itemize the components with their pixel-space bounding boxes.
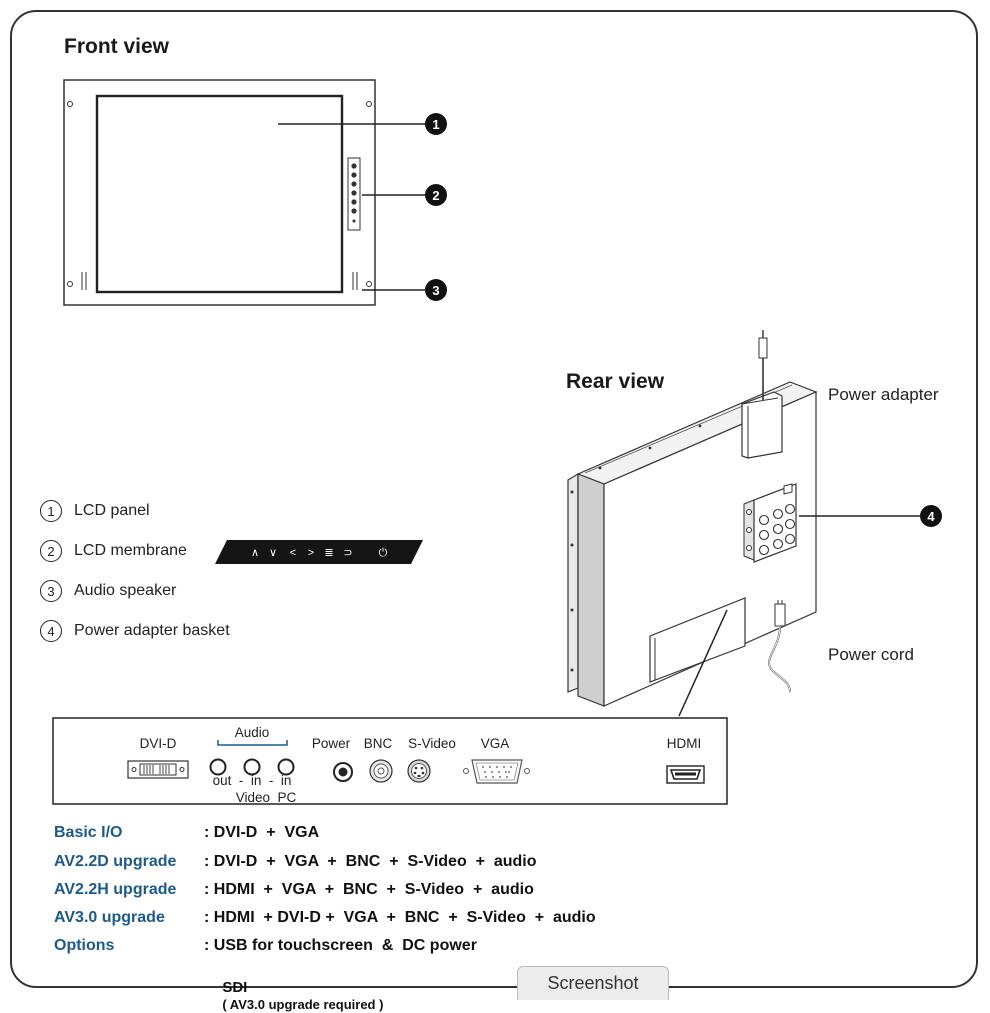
legend-label: LCD membrane	[74, 542, 187, 559]
legend-number: 1	[40, 500, 62, 522]
front-callout-2: 2	[425, 184, 447, 206]
bnc-label: BNC	[364, 736, 393, 751]
legend-label: Audio speaker	[74, 582, 177, 599]
dvi-port-icon	[127, 760, 189, 779]
spec-value: : HDMI + VGA + BNC + S-Video + audio	[204, 881, 534, 898]
spec-value: : HDMI + DVI-D + VGA + BNC + S-Video + a…	[204, 909, 596, 926]
audio-label: Audio	[235, 725, 270, 740]
rear-view-drawing: 4	[567, 330, 942, 717]
front-view-drawing: 1 2 3	[63, 79, 447, 306]
legend-item: 1 LCD panel	[40, 500, 150, 522]
adapter-basket-icon	[743, 483, 797, 563]
vga-connector-icon	[463, 759, 530, 784]
front-callout-3: 3	[425, 279, 447, 301]
front-view-title: Front view	[64, 35, 170, 58]
spec-row: AV2.2H upgrade : HDMI + VGA + BNC + S-Vid…	[54, 881, 534, 899]
mount-hole-icon	[366, 281, 372, 287]
key-menu-icon: ≣	[324, 547, 333, 559]
sdi-label: SDI	[222, 979, 248, 996]
legend-label: LCD panel	[74, 502, 150, 519]
membrane-keypad: ∧ ∨ < > ≣ ⊃ ⏻	[215, 540, 423, 564]
key-power-icon: ⏻	[379, 547, 388, 559]
spec-row: AV3.0 upgrade : HDMI + DVI-D + VGA + BNC …	[54, 909, 596, 927]
spec-value: : DVI-D + VGA + BNC + S-Video + audio	[204, 853, 537, 870]
spec-row: AV2.2D upgrade : DVI-D + VGA + BNC + S-Vi…	[54, 853, 537, 871]
legend-number: 3	[40, 580, 62, 602]
bnc-connector-icon	[369, 759, 393, 783]
svideo-label: S-Video	[408, 736, 456, 751]
key-up-icon: ∧	[251, 547, 259, 559]
spec-row: Options : USB for touchscreen & DC power	[54, 937, 477, 955]
key-down-icon: ∨	[269, 547, 277, 559]
callout-number: 4	[927, 509, 935, 524]
spec-row: Basic I/O : DVI-D + VGA	[54, 824, 319, 842]
spec-value: : USB for touchscreen & DC power	[204, 937, 477, 954]
audio-sub-label: Video PC	[236, 790, 297, 805]
mount-hole-icon	[67, 281, 73, 287]
diagram-frame	[10, 10, 978, 988]
legend-number: 4	[40, 620, 62, 642]
spec-key: AV2.2H upgrade	[54, 881, 177, 898]
legend-item: 2 LCD membrane	[40, 540, 187, 562]
audio-sub-label: out - in - in	[213, 773, 292, 788]
lcd-panel	[95, 94, 344, 294]
spec-key: Basic I/O	[54, 824, 123, 841]
sdi-option: SDI ( AV3.0 upgrade required )	[214, 962, 383, 1013]
hdmi-label: HDMI	[667, 736, 702, 751]
spec-key: Options	[54, 937, 115, 954]
power-cord-icon	[768, 600, 791, 693]
screenshot-tab[interactable]: Screenshot	[517, 966, 669, 1000]
key-back-icon: ⊃	[343, 547, 352, 559]
power-adapter-label: Power adapter	[828, 385, 939, 404]
power-jack-icon	[333, 762, 353, 782]
legend-label: Power adapter basket	[74, 622, 230, 639]
callout-number: 3	[432, 283, 439, 298]
spec-value: : DVI-D + VGA	[204, 824, 320, 841]
speaker-grille-icon	[81, 272, 358, 290]
spec-key: AV2.2D upgrade	[54, 853, 177, 870]
sdi-note: ( AV3.0 upgrade required )	[222, 997, 384, 1012]
vga-label: VGA	[481, 736, 510, 751]
spec-key: AV3.0 upgrade	[54, 909, 165, 926]
rear-callout-4: 4	[920, 505, 942, 527]
membrane-button-dots-icon	[351, 163, 357, 223]
callout-number: 2	[432, 188, 439, 203]
io-panel: DVI-D Audio Power BNC S-Video VGA HDMI o…	[52, 717, 728, 805]
power-label: Power	[312, 736, 351, 751]
power-cord-label: Power cord	[828, 645, 914, 664]
rear-view-title: Rear view	[566, 370, 665, 393]
legend-number: 2	[40, 540, 62, 562]
key-left-icon: <	[290, 547, 296, 559]
legend-item: 4 Power adapter basket	[40, 620, 230, 642]
hdmi-port-icon	[666, 765, 705, 784]
key-right-icon: >	[308, 547, 314, 559]
mount-hole-icon	[67, 101, 73, 107]
dvi-label: DVI-D	[140, 736, 177, 751]
mount-hole-icon	[366, 101, 372, 107]
svideo-connector-icon	[407, 759, 431, 783]
legend-item: 3 Audio speaker	[40, 580, 176, 602]
callout-number: 1	[432, 117, 439, 132]
audio-jack-icon	[209, 758, 295, 776]
front-callout-1: 1	[425, 113, 447, 135]
